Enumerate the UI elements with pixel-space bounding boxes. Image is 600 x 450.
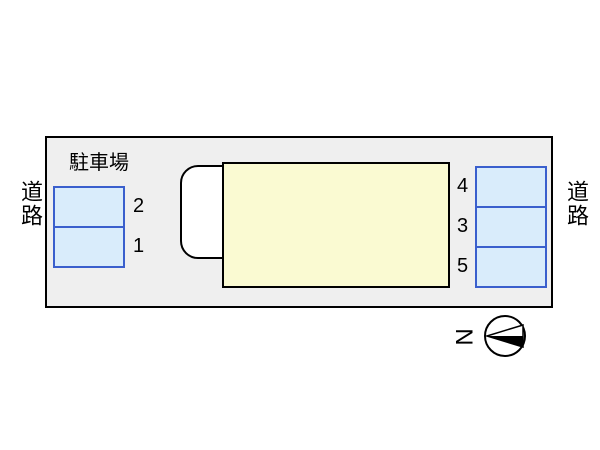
parking-lot-plan: 駐車場 2 1 4 3 5 [45,136,553,308]
road-label-right: 道路 [564,180,589,228]
parking-space-3 [475,206,547,248]
parking-lot-title: 駐車場 [69,152,129,174]
parking-space-2 [53,186,125,228]
parking-space-4 [475,166,547,208]
right-parking-column [475,166,547,288]
parking-space-1-label: 1 [133,235,145,257]
compass-north-letter: N [451,328,479,346]
building-footprint [222,162,450,288]
parking-space-5 [475,246,547,288]
north-compass: N [451,314,547,360]
parking-space-4-label: 4 [457,175,469,197]
parking-space-3-label: 3 [457,215,469,237]
parking-space-2-label: 2 [133,195,145,217]
compass-arrow-icon [483,314,527,358]
left-parking-column [53,186,125,268]
parking-space-5-label: 5 [457,255,469,277]
parking-space-1 [53,226,125,268]
road-label-left: 道路 [18,180,43,228]
